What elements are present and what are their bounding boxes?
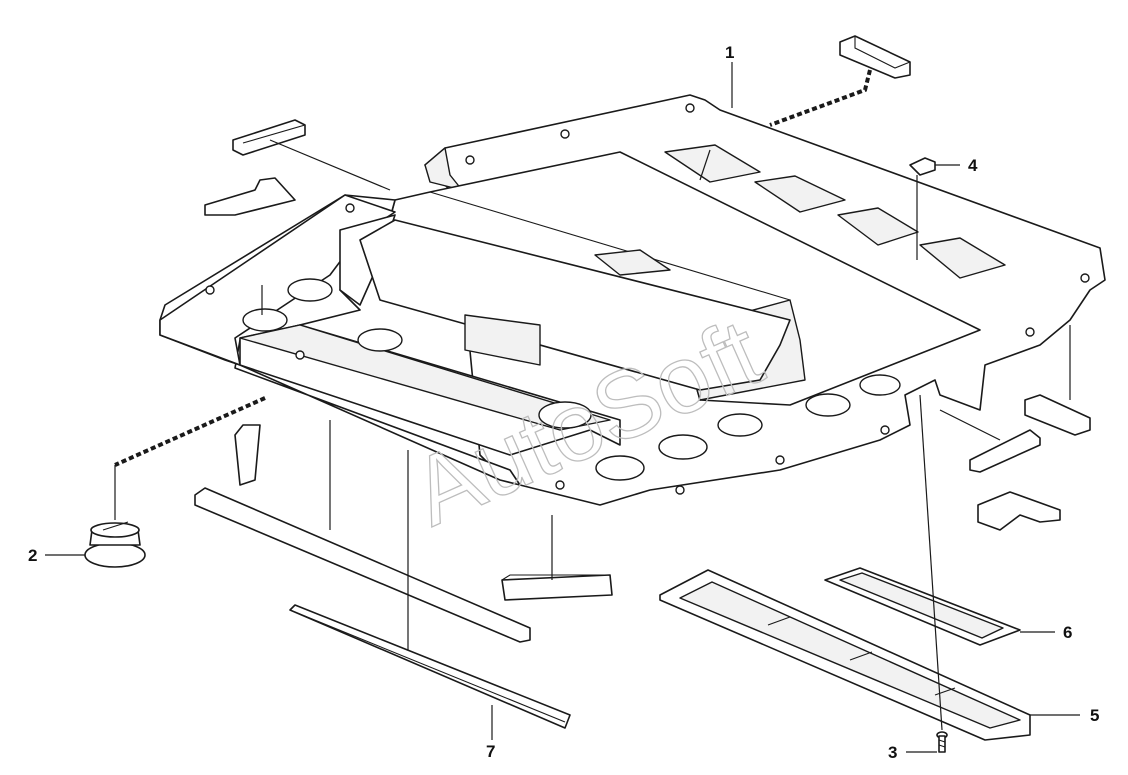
callout-6: 6 [1063,623,1072,642]
guide-lines [114,139,1071,731]
clip [909,157,936,176]
callout-5: 5 [1090,706,1099,725]
filter-insert [824,567,1021,646]
strap-upper [769,69,872,127]
callout-2: 2 [28,546,37,565]
frame [659,569,1031,741]
callout-4: 4 [968,156,978,175]
callout-7: 7 [486,742,495,761]
drain-plug [84,521,146,568]
bolt [936,731,948,753]
callout-3: 3 [888,743,897,762]
underbody-panel [159,94,1106,506]
callout-1: 1 [725,43,734,62]
foam-blocks [194,35,1091,729]
callout-leaders [45,62,1080,753]
strap-lower [114,396,266,467]
